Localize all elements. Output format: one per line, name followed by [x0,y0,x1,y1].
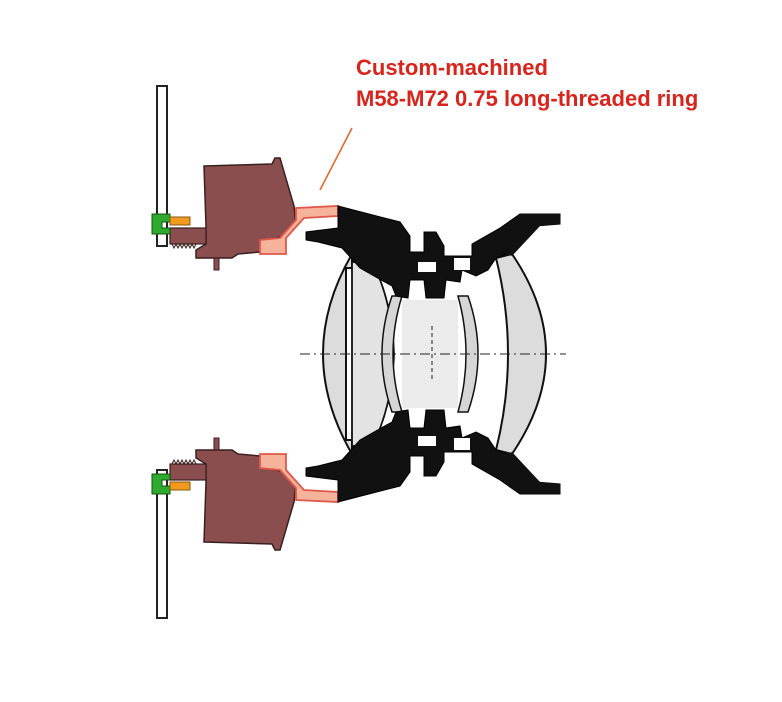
screw-upper [213,257,220,271]
barrel-slot-upper-1 [418,262,436,272]
threaded-collar-lower [169,463,207,481]
leader-line [319,127,353,191]
threaded-collar-upper [169,227,207,245]
rear-hood-lower [500,452,560,494]
mounting-plate-lower [156,469,168,619]
front-lens-element [322,250,353,458]
mounting-plate-upper [156,85,168,247]
screw-lower [213,437,220,451]
barrel-slot-lower-2 [454,438,470,450]
lens-barrel-lower [305,409,561,503]
rear-hood-upper [500,214,560,256]
clip-orange-lower [169,481,191,491]
barrel-slot-lower-1 [418,436,436,446]
clip-orange-upper [169,216,191,226]
annotation-line-2: M58-M72 0.75 long-threaded ring [356,86,699,111]
annotation-line-1: Custom-machined [356,55,548,80]
thread-teeth-lower [171,458,197,466]
ring-annotation: Custom-machined M58-M72 0.75 long-thread… [356,52,698,114]
thread-teeth-upper [171,242,197,250]
barrel-slot-upper-2 [454,258,470,270]
lens-barrel-upper [305,205,561,299]
clip-green-lower [151,473,171,495]
